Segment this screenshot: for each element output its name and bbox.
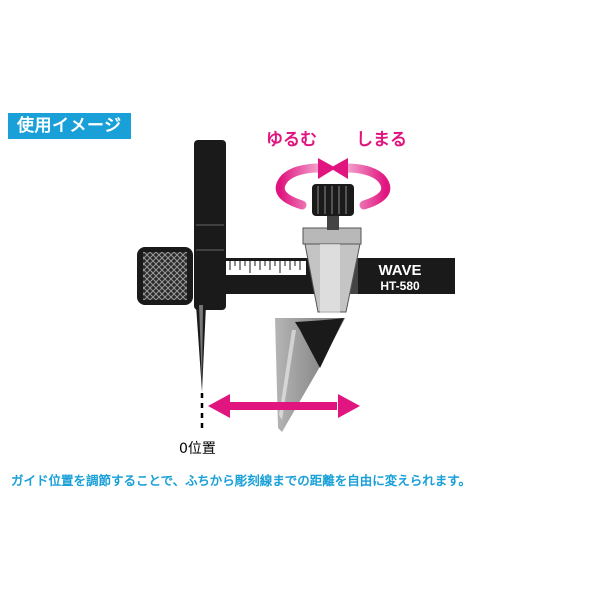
usage-image-badge: 使用イメージ [8, 113, 131, 139]
brand-label: WAVE [378, 262, 421, 279]
blade-icon [275, 318, 345, 432]
zero-position-label: 0位置 [179, 441, 216, 457]
loosen-arrow-icon [275, 158, 336, 210]
description-caption: ガイド位置を調節することで、ふちから彫刻線までの距離を自由に変えられます。 [11, 473, 472, 488]
blade-holder [302, 227, 362, 314]
model-label: HT-580 [380, 279, 420, 293]
knurled-nut-icon [137, 247, 193, 305]
loosen-label: ゆるむ [266, 130, 317, 150]
thumb-screw-icon [312, 184, 354, 230]
guide-post [194, 140, 226, 392]
distance-arrow-icon [208, 394, 360, 418]
tighten-label: しまる [356, 130, 407, 150]
tighten-arrow-icon [330, 158, 391, 210]
